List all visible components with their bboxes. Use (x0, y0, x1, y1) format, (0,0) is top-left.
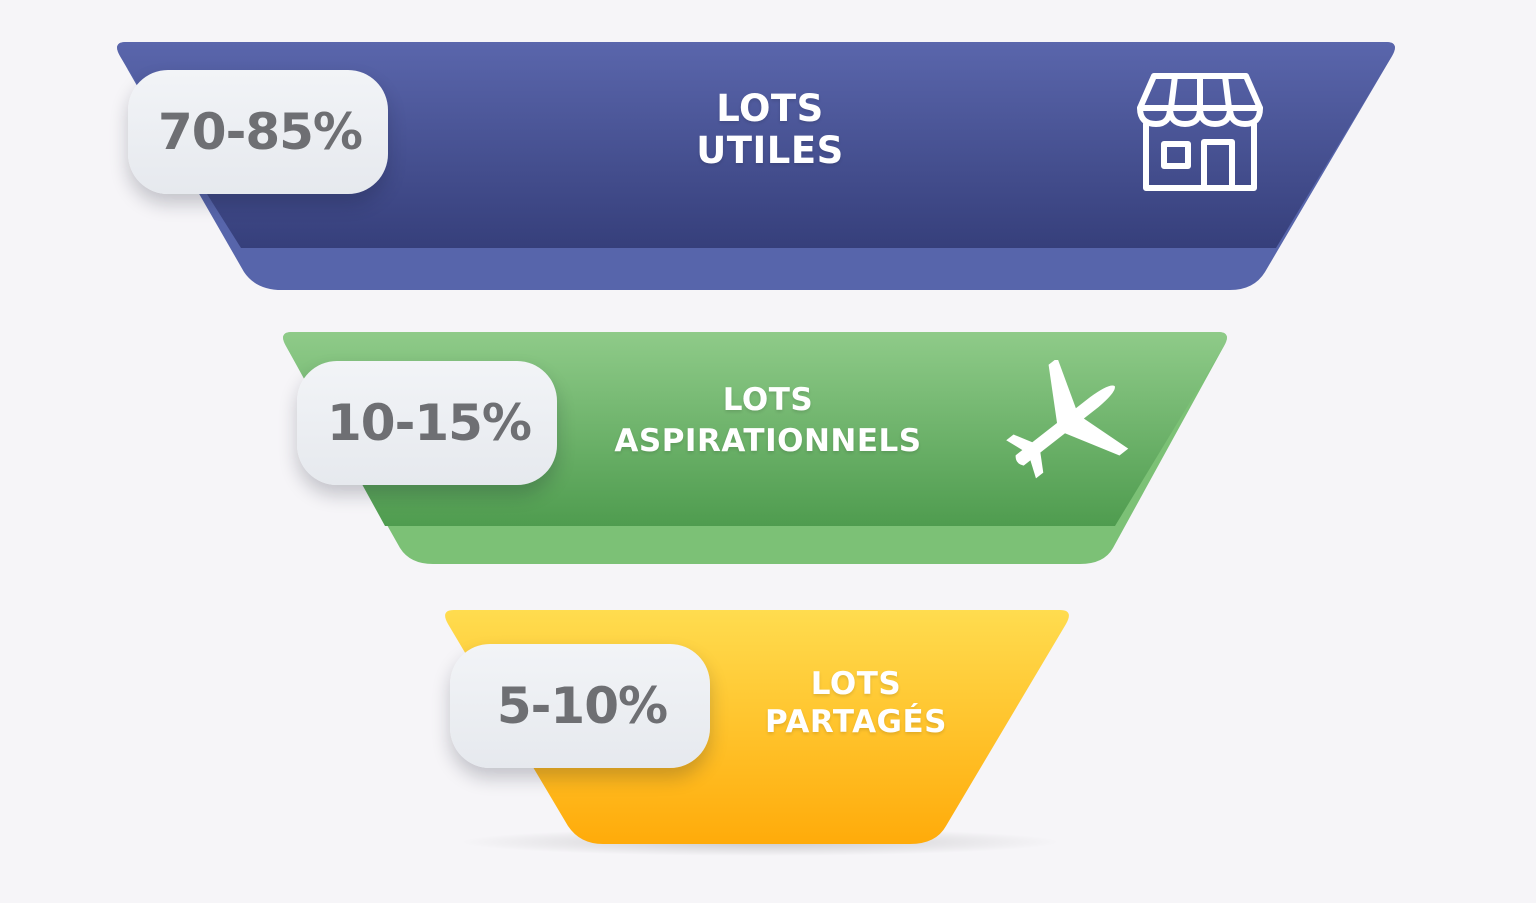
percentage-badge-partages: 5-10% (450, 644, 710, 768)
tier-label-aspirationnels-line1: LOTS (722, 382, 814, 418)
percentage-utiles: 70-85% (157, 103, 363, 161)
tier-label-aspirationnels: LOTS ASPIRATIONNELS (568, 380, 968, 462)
tier-label-aspirationnels-line2: ASPIRATIONNELS (614, 423, 922, 459)
funnel-tier-utiles (117, 42, 1395, 290)
tier-label-utiles: LOTS UTILES (620, 88, 920, 172)
airplane-icon (1006, 360, 1129, 479)
percentage-badge-aspirationnels: 10-15% (297, 361, 557, 485)
percentage-badge-utiles: 70-85% (128, 70, 388, 194)
tier-utiles-face (117, 42, 1395, 248)
storefront-icon (1137, 73, 1263, 191)
tier-label-partages-line2: PARTAGÉS (764, 704, 948, 740)
tier-label-partages: LOTS PARTAGÉS (716, 665, 996, 741)
tier-label-utiles-line1: LOTS (716, 87, 824, 130)
tier-label-partages-line1: LOTS (810, 666, 902, 702)
percentage-aspirationnels: 10-15% (326, 394, 532, 452)
tier-label-utiles-line2: UTILES (696, 129, 844, 172)
percentage-partages: 5-10% (496, 677, 668, 735)
